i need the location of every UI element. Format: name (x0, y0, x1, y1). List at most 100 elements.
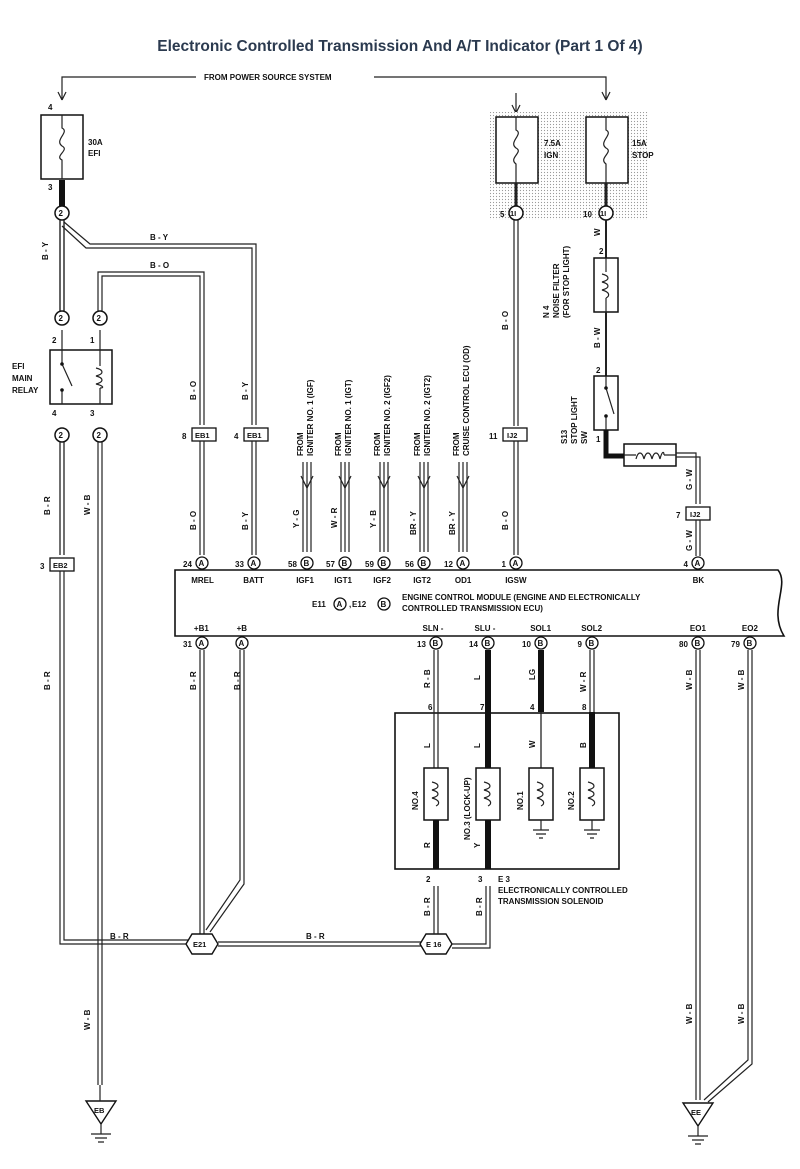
stop-light-switch-s13: 2 1 S13 STOP LIGHT SW (560, 366, 619, 444)
svg-text:10: 10 (583, 210, 592, 219)
svg-text:R: R (423, 842, 432, 848)
pin-number: 1 (502, 560, 507, 569)
svg-text:STOP: STOP (632, 151, 654, 160)
pin-connector-letter: A (199, 639, 205, 648)
svg-text:IGNITER NO. 1 (IGT): IGNITER NO. 1 (IGT) (344, 379, 353, 456)
svg-text:R - B: R - B (423, 669, 432, 688)
svg-text:8: 8 (182, 432, 187, 441)
svg-text:2: 2 (97, 314, 102, 323)
svg-text:IJ2: IJ2 (507, 431, 517, 440)
svg-text:4: 4 (52, 409, 57, 418)
svg-text:G - W: G - W (685, 530, 694, 551)
junction-e21: E21 (185, 933, 219, 955)
svg-text:B - Y: B - Y (150, 233, 169, 242)
svg-text:3: 3 (478, 875, 483, 884)
pin-number: 58 (288, 560, 297, 569)
pin-connector-letter: B (747, 639, 753, 648)
svg-text:3: 3 (48, 183, 53, 192)
pin-name: SLU - (475, 624, 496, 633)
solenoid-coils: NO.4 NO.3 (LOCK-UP) NO.1 NO.2 (411, 767, 605, 840)
solenoid-no3-label: NO.3 (LOCK-UP) (463, 777, 472, 840)
pin-number: 10 (522, 640, 531, 649)
svg-text:30A: 30A (88, 138, 103, 147)
svg-text:2: 2 (97, 431, 102, 440)
svg-text:EB2: EB2 (53, 561, 68, 570)
svg-text:IGNITER NO. 1 (IGF): IGNITER NO. 1 (IGF) (306, 379, 315, 456)
svg-text:SW: SW (580, 431, 589, 444)
pin-name: BK (693, 576, 705, 585)
svg-text:B - R: B - R (475, 897, 484, 916)
svg-text:B - R: B - R (43, 671, 52, 690)
pin-connector-letter: A (513, 559, 519, 568)
efi-main-relay: 2 1 4 3 EFI MAIN RELAY (12, 330, 113, 418)
svg-text:W - R: W - R (330, 507, 339, 528)
pin-connector-letter: B (342, 559, 348, 568)
pin-name: +B1 (194, 624, 209, 633)
svg-text:B - Y: B - Y (41, 241, 50, 260)
pin-name: IGSW (505, 576, 527, 585)
fuse-stop: 15A STOP (585, 116, 654, 184)
svg-text:1: 1 (90, 336, 95, 345)
svg-text:7: 7 (676, 511, 681, 520)
svg-text:7: 7 (480, 703, 485, 712)
pin-connector-letter: B (695, 639, 701, 648)
connector-2-top: 2 (54, 205, 70, 221)
pin-number: 24 (183, 560, 192, 569)
svg-text:B - O: B - O (150, 261, 169, 270)
svg-text:B - R: B - R (110, 932, 129, 941)
pin-connector-letter: A (239, 639, 245, 648)
svg-text:EB1: EB1 (195, 431, 210, 440)
solenoid-no2-label: NO.2 (567, 791, 576, 810)
engine-control-module: ENGINE CONTROL MODULE (ENGINE AND ELECTR… (174, 569, 786, 637)
svg-text:ELECTRONICALLY CONTROLLED: ELECTRONICALLY CONTROLLED (498, 886, 628, 895)
pin-name: IGF2 (373, 576, 391, 585)
noise-filter-n4: 2 N 4 NOISE FILTER (FOR STOP LIGHT) (542, 246, 619, 318)
fuse-efi: 4 3 30A EFI (40, 103, 103, 192)
svg-text:2: 2 (59, 431, 64, 440)
svg-text:1I: 1I (600, 209, 606, 218)
svg-text:EFI: EFI (88, 149, 100, 158)
pin-connector-letter: B (485, 639, 491, 648)
ecu-top-pins: A24MRELA33BATTB58IGF1B57IGT1B59IGF2B56IG… (183, 556, 705, 585)
svg-text:L: L (423, 743, 432, 748)
svg-text:W - B: W - B (737, 669, 746, 690)
svg-text:W - B: W - B (83, 1009, 92, 1030)
svg-text:S13: S13 (560, 429, 569, 444)
svg-text:4: 4 (48, 103, 53, 112)
svg-text:E12: E12 (352, 600, 367, 609)
svg-text:Y: Y (473, 842, 482, 848)
svg-text:A: A (337, 600, 343, 609)
svg-text:EB: EB (94, 1106, 105, 1115)
pin-number: 4 (684, 560, 689, 569)
svg-text:L: L (473, 675, 482, 680)
pin-connector-letter: B (589, 639, 595, 648)
svg-text:FROM: FROM (413, 432, 422, 456)
connector-eb1-a: EB1 8 (182, 427, 217, 442)
svg-text:1: 1 (596, 435, 601, 444)
pin-number: 79 (731, 640, 740, 649)
ecu-pin-b: A+B (235, 624, 249, 650)
pin-number: 9 (578, 640, 583, 649)
pin-number: 57 (326, 560, 335, 569)
svg-text:B - O: B - O (189, 511, 198, 530)
connector-eb2: EB2 3 (40, 557, 75, 572)
pin-name: EO1 (690, 624, 707, 633)
stop-lamp-filter (623, 443, 677, 467)
svg-text:STOP LIGHT: STOP LIGHT (570, 396, 579, 444)
svg-text:W - B: W - B (685, 1003, 694, 1024)
svg-text:TRANSMISSION SOLENOID: TRANSMISSION SOLENOID (498, 897, 604, 906)
page-title: Electronic Controlled Transmission And A… (157, 38, 643, 55)
svg-text:EE: EE (691, 1108, 701, 1117)
pin-number: 33 (235, 560, 244, 569)
pin-name: SOL1 (530, 624, 551, 633)
junction-e16: E 16 (419, 933, 453, 955)
pin-number: 59 (365, 560, 374, 569)
ground-ee: EE (681, 1102, 715, 1145)
svg-text:B - Y: B - Y (241, 381, 250, 400)
pin-connector-letter: B (421, 559, 427, 568)
